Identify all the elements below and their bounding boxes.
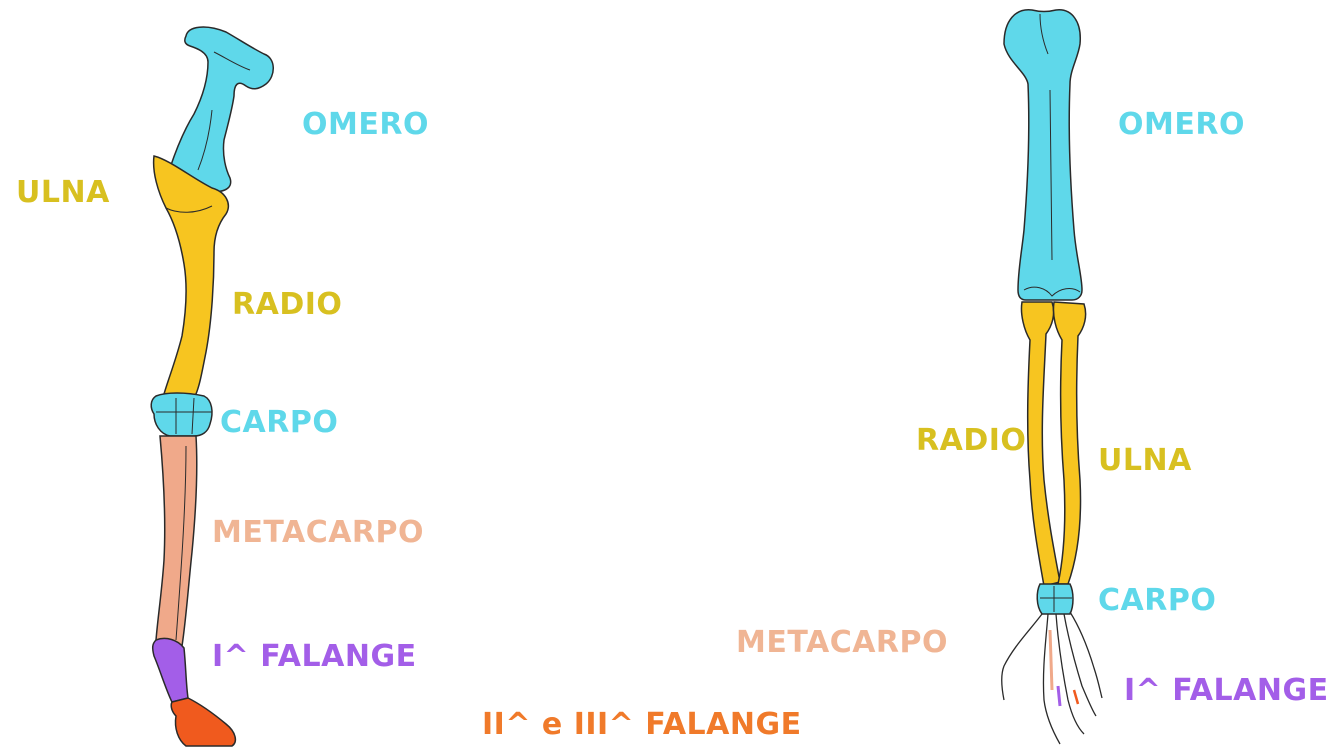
left-label-second-third-phalanx: II^ e III^ FALANGE — [482, 710, 802, 740]
left-label-omero: OMERO — [302, 110, 429, 140]
left-label-ulna: ULNA — [16, 178, 110, 208]
right-limb — [1002, 10, 1102, 744]
left-label-first-phalanx: I^ FALANGE — [212, 642, 417, 672]
left-label-radio: RADIO — [232, 290, 342, 320]
left-label-carpo: CARPO — [220, 408, 338, 438]
right-label-ulna: ULNA — [1098, 446, 1192, 476]
left-metacarpus — [156, 436, 197, 646]
right-label-carpo: CARPO — [1098, 586, 1216, 616]
left-label-metacarpo: METACARPO — [212, 518, 424, 548]
right-radius — [1021, 302, 1060, 586]
right-label-metacarpo: METACARPO — [736, 628, 948, 658]
right-label-omero: OMERO — [1118, 110, 1245, 140]
right-humerus — [1004, 10, 1082, 300]
left-second-third-phalanx — [171, 698, 235, 746]
right-label-radio: RADIO — [916, 426, 1026, 456]
left-first-phalanx — [153, 638, 188, 702]
left-radius-ulna — [154, 156, 229, 397]
right-label-first-phalanx: I^ FALANGE — [1124, 676, 1329, 706]
right-carpus — [1037, 584, 1073, 614]
left-carpus — [151, 393, 212, 436]
right-first-phalanx-highlight — [1058, 686, 1060, 706]
right-ulna — [1053, 302, 1085, 584]
right-metacarpal-highlight — [1050, 630, 1052, 690]
left-humerus — [170, 27, 273, 191]
